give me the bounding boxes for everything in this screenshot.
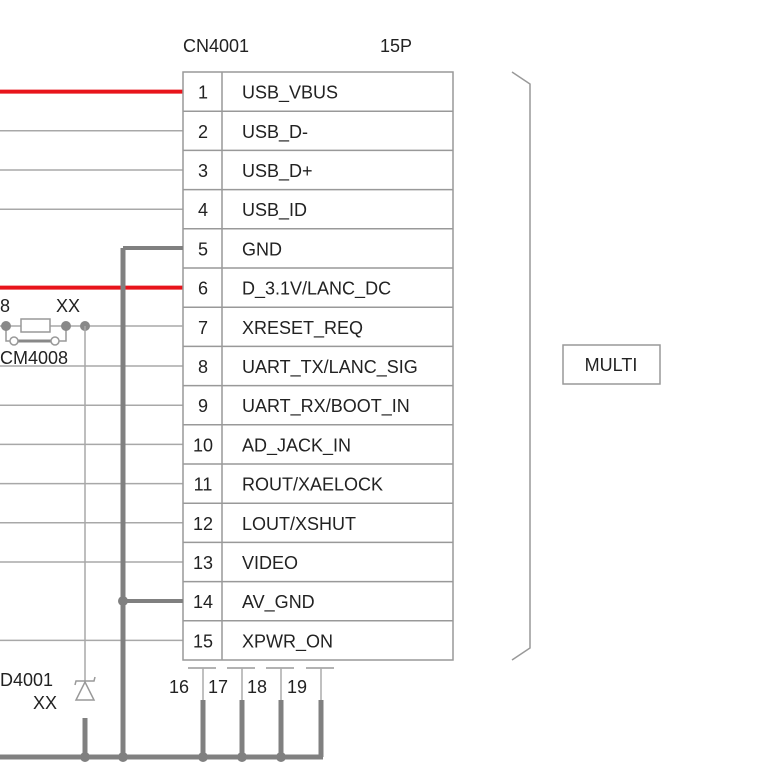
pin-row: 8 UART_TX/LANC_SIG: [198, 357, 418, 378]
diode-ref: D4001: [0, 670, 53, 690]
pin-name: XPWR_ON: [242, 631, 333, 652]
pin-number: 11: [194, 475, 213, 495]
group-label: MULTI: [585, 355, 638, 375]
pin-number: 12: [193, 514, 213, 534]
pin-row: 11 ROUT/XAELOCK: [194, 475, 383, 495]
extra-pin-number: 16: [169, 677, 189, 697]
pin-number: 1: [198, 83, 208, 103]
pin-number: 9: [198, 396, 208, 416]
pin-name: UART_RX/BOOT_IN: [242, 396, 410, 417]
pin-name: GND: [242, 239, 282, 259]
extra-pin-number: 18: [247, 677, 267, 697]
pin-number: 13: [193, 553, 213, 573]
connector-pin-count: 15P: [380, 36, 412, 56]
pin-name: USB_D+: [242, 161, 313, 182]
pin-name: LOUT/XSHUT: [242, 514, 356, 534]
pin-number: 7: [198, 318, 208, 338]
pin-row: 6 D_3.1V/LANC_DC: [198, 279, 391, 300]
multi-box: [562, 344, 661, 385]
pin-row: 9 UART_RX/BOOT_IN: [198, 396, 410, 417]
pin-name: XRESET_REQ: [242, 318, 363, 339]
extra-pins: 16 17 18 19: [169, 667, 334, 757]
group-brace: [511, 71, 531, 661]
connector-ref: CN4001: [183, 36, 249, 56]
pin-name: AD_JACK_IN: [242, 435, 351, 456]
pin-row: 13 VIDEO: [193, 553, 298, 573]
pin-row: 1 USB_VBUS: [198, 83, 338, 104]
pin-row: 3 USB_D+: [198, 161, 313, 182]
pin-row: 5 GND: [198, 239, 282, 259]
pin-number: 10: [193, 435, 213, 455]
pin-row: 7 XRESET_REQ: [198, 318, 363, 339]
pin-number: 4: [198, 200, 208, 220]
pin-name: USB_VBUS: [242, 83, 338, 104]
wires: [0, 89, 183, 642]
pin-name: AV_GND: [242, 592, 315, 613]
resistor-ref: 8: [0, 296, 10, 316]
pin-number: 5: [198, 239, 208, 259]
resistor-component: [0, 318, 183, 346]
cm-ref: CM4008: [0, 348, 68, 368]
connector-body: [182, 71, 454, 661]
pin-row: 12 LOUT/XSHUT: [193, 514, 356, 534]
pin-name: VIDEO: [242, 553, 298, 573]
pin-name: USB_ID: [242, 200, 307, 221]
pin-number: 3: [198, 161, 208, 181]
pin-row: 14 AV_GND: [193, 592, 315, 613]
pin-number: 15: [193, 631, 213, 651]
pin-name: D_3.1V/LANC_DC: [242, 279, 391, 300]
pin-row: 2 USB_D-: [198, 122, 308, 143]
pin-row: 15 XPWR_ON: [193, 631, 333, 652]
connector-cn4001: 1 USB_VBUS 2 USB_D- 3 USB_D+ 4 USB_ID 5 GND 6 D_3.1…: [182, 71, 454, 661]
pin-name: USB_D-: [242, 122, 308, 143]
extra-pin-number: 17: [208, 677, 228, 697]
pin-row: 4 USB_ID: [198, 200, 307, 221]
pin-name: ROUT/XAELOCK: [242, 475, 383, 495]
pin-name: UART_TX/LANC_SIG: [242, 357, 418, 378]
pin-number: 14: [193, 592, 213, 612]
pin-number: 2: [198, 122, 208, 142]
pin-number: 6: [198, 279, 208, 299]
diode-d4001: [74, 326, 96, 757]
pin-number: 8: [198, 357, 208, 377]
extra-pin-number: 19: [287, 677, 307, 697]
diode-value: XX: [33, 693, 57, 713]
pin-row: 10 AD_JACK_IN: [193, 435, 351, 456]
ground-bus: [0, 246, 323, 762]
resistor-value: XX: [56, 296, 80, 316]
